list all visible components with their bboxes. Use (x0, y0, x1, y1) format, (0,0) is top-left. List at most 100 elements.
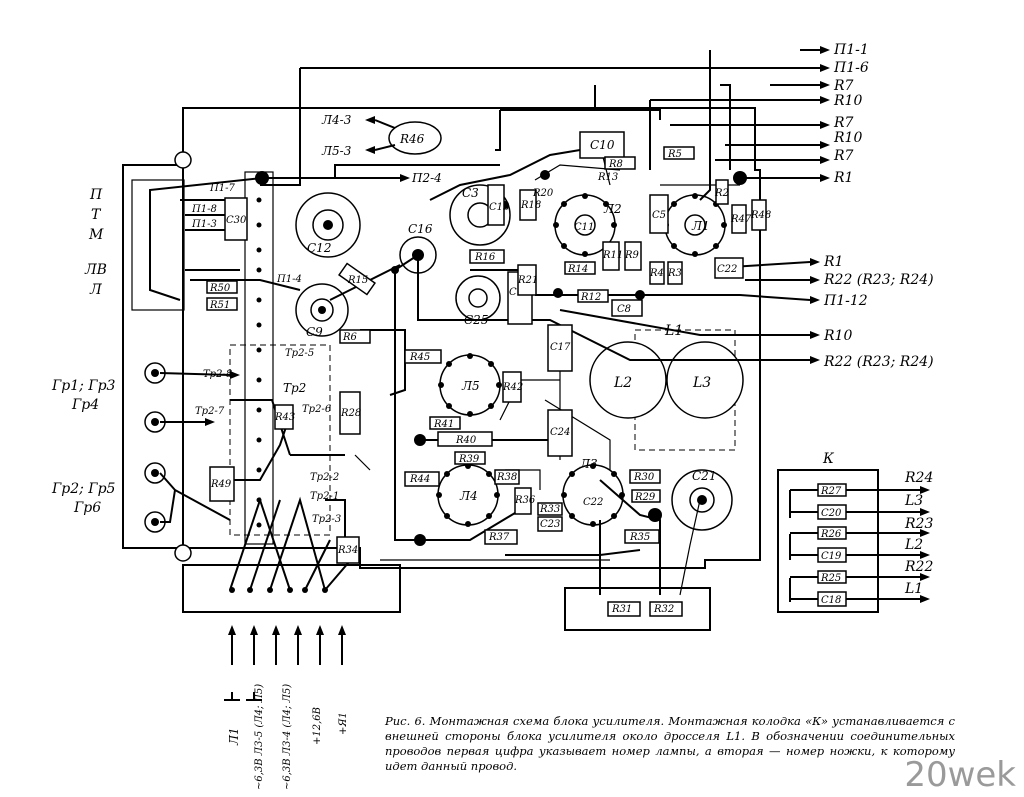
svg-text:R8: R8 (608, 159, 623, 170)
bottom-right-bracket (564, 587, 711, 631)
left-label-gr2: Гр2; Гр5 (51, 481, 116, 497)
svg-text:Л3: Л3 (579, 457, 598, 471)
top-label-l4-3: Л4-3 (321, 113, 352, 127)
block-k-part-2: R26 (820, 529, 842, 540)
svg-text:Л2: Л2 (603, 202, 622, 216)
svg-text:L3: L3 (692, 375, 711, 391)
left-label-l: Л (89, 282, 102, 298)
svg-text:R41: R41 (433, 419, 454, 430)
right-label-6: R7 (833, 148, 854, 164)
left-label-gr1: Гр1; Гр3 (51, 378, 116, 394)
block-k-part-4: R25 (820, 573, 841, 584)
svg-text:R32: R32 (653, 604, 674, 615)
svg-text:C8: C8 (617, 304, 631, 315)
tap-p1-7: П1-7 (209, 183, 235, 194)
block-k-right-0: R24 (904, 470, 933, 486)
svg-text:R35: R35 (629, 532, 650, 543)
fuse-holders (144, 362, 166, 533)
tap-tr2-5: Тр2-5 (285, 348, 314, 359)
shield-tr2 (229, 344, 331, 536)
svg-text:R2: R2 (714, 188, 729, 199)
resistor-boxes: C30 R50 R51 R6 R15 R16 C13 R18 C10 R8 R5… (206, 131, 771, 617)
svg-text:Л4: Л4 (459, 489, 478, 503)
left-label-lv: ЛВ (84, 262, 107, 278)
mount-hole (174, 544, 192, 562)
svg-text:R14: R14 (567, 264, 588, 275)
supply-label-12v: +12,6В (312, 707, 323, 745)
svg-text:R12: R12 (580, 292, 601, 303)
svg-text:R40: R40 (455, 435, 477, 446)
right-label-2: R7 (833, 78, 854, 94)
mount-hole (174, 151, 192, 169)
block-k-part-0: R27 (820, 486, 842, 497)
tap-tr2-8: Тр2-8 (203, 369, 232, 380)
svg-text:R6: R6 (342, 332, 358, 343)
svg-text:R43: R43 (274, 412, 295, 423)
svg-text:R36: R36 (514, 495, 536, 506)
terminal-strip-vertical (244, 171, 274, 545)
svg-text:R21: R21 (517, 275, 538, 286)
tube-l4: Л4 (436, 463, 500, 527)
svg-text:R9: R9 (624, 250, 640, 261)
right-label-10: П1-12 (823, 293, 868, 309)
svg-text:C24: C24 (550, 427, 570, 438)
choke-l2: L2 (589, 341, 667, 419)
svg-text:C21: C21 (692, 469, 716, 483)
choke-l3: L3 (666, 341, 744, 419)
block-k-right-1: L3 (904, 493, 923, 509)
top-label-l5-3: Л5-3 (321, 144, 352, 158)
block-k-right-4: R22 (904, 559, 933, 575)
svg-text:C22: C22 (717, 264, 737, 275)
tap-p1-4: П1-4 (276, 274, 302, 285)
right-label-3: R10 (833, 93, 862, 109)
svg-text:R38: R38 (496, 472, 517, 483)
svg-text:R5: R5 (667, 149, 682, 160)
svg-text:C9: C9 (306, 325, 323, 339)
block-k (777, 469, 930, 613)
cap-c21: C21 (671, 469, 733, 531)
block-k-part-3: C19 (821, 551, 842, 562)
svg-text:R13: R13 (597, 172, 618, 183)
block-k-title: К (822, 451, 835, 467)
svg-text:C30: C30 (226, 215, 247, 226)
svg-text:R47: R47 (730, 214, 752, 225)
svg-text:C17: C17 (550, 342, 571, 353)
tap-tr2: Тр2 (283, 381, 306, 395)
left-label-m: М (88, 227, 104, 243)
supply-arrows (224, 625, 346, 701)
svg-text:R42: R42 (502, 382, 523, 393)
svg-text:R30: R30 (633, 472, 655, 483)
svg-text:R29: R29 (634, 492, 656, 503)
left-label-p: П (89, 187, 103, 203)
watermark: 20wek (904, 755, 1016, 795)
svg-text:R3: R3 (667, 268, 682, 279)
tap-p1-8: П1-8 (191, 204, 217, 215)
tube-l3: Л3 (561, 457, 625, 527)
terminal-strip-left (131, 179, 185, 311)
svg-text:R18: R18 (520, 200, 541, 211)
supply-label-heater-4: ~6,3В Л3-4 (Л4; Л5) (282, 684, 293, 790)
svg-text:C12: C12 (307, 241, 331, 255)
tap-p1-3: П1-3 (191, 219, 217, 230)
svg-text:C22: C22 (583, 497, 603, 508)
block-k-right-3: L2 (904, 537, 923, 553)
arrows (205, 46, 830, 426)
svg-text:C13: C13 (489, 202, 509, 213)
right-label-5: R10 (833, 130, 862, 146)
svg-text:C16: C16 (408, 222, 433, 236)
bottom-bracket (182, 564, 401, 613)
svg-text:C3: C3 (462, 186, 479, 200)
top-label-p2-4: П2-4 (411, 171, 442, 185)
svg-text:R34: R34 (337, 545, 358, 556)
svg-text:R20: R20 (532, 188, 554, 199)
svg-text:C11: C11 (574, 222, 594, 233)
svg-text:L2: L2 (613, 375, 632, 391)
left-label-gr6: Гр6 (73, 500, 101, 516)
tap-tr2-6: Тр2-6 (302, 404, 332, 415)
right-label-8: R1 (823, 254, 843, 270)
svg-text:R51: R51 (209, 300, 230, 311)
svg-text:R45: R45 (409, 352, 430, 363)
svg-text:C5: C5 (652, 210, 666, 221)
right-label-12: R22 (R23; R24) (823, 354, 934, 370)
